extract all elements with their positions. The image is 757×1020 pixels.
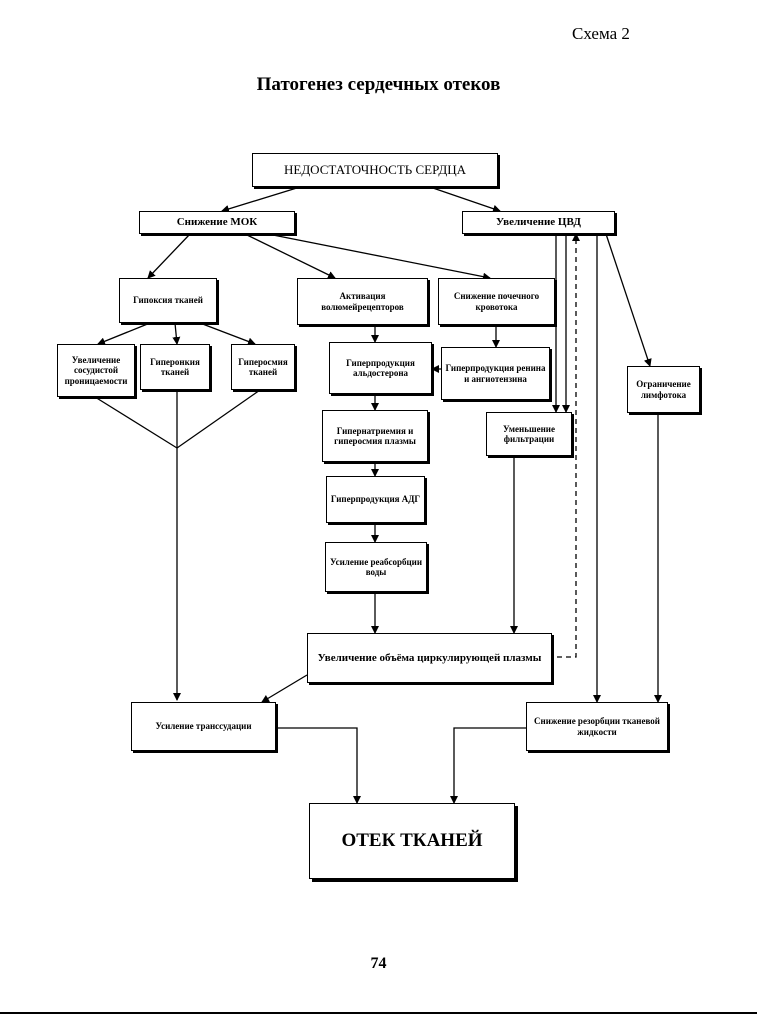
edge-mok-to-volumo [244,233,336,279]
edge-hyperosmia-merge [176,389,261,449]
edge-permeability-merge [94,396,178,449]
node-plasma-hypernatremia: Гипернатриемия и гиперосмия плазмы [322,410,428,462]
scheme-label: Схема 2 [572,24,630,43]
node-filtration-decrease: Уменьшение фильтрации [486,412,572,456]
page-bottom-rule [0,1012,757,1014]
diagram-title: Патогенез сердечных отеков [256,74,501,95]
edge-volume-to-transudation [261,674,308,703]
node-renal-flow-decrease: Снижение почечного кровотока [438,278,555,325]
edge-volume-feedback-dashed [530,233,580,658]
node-tissue-edema: ОТЕК ТКАНЕЙ [309,803,515,879]
node-vascular-permeability: Увеличение сосудистой проницаемости [57,344,135,397]
node-renin-hyperproduction: Гиперпродукция ренина и ангиотензина [441,347,550,400]
node-tissue-hypoxia: Гипоксия тканей [119,278,217,323]
edge-hypoxia-to-hyperosmia [199,322,256,346]
node-volumoreceptor-activation: Активация волюмейрецепторов [297,278,428,325]
node-mok-decrease: Снижение МОК [139,211,295,234]
node-cvp-increase: Увеличение ЦВД [462,211,615,234]
node-plasma-volume-increase: Увеличение объёма циркулирующей плазмы [307,633,552,683]
edge-hypoxia-to-permeability [97,322,151,346]
edge-transudation-to-edema [276,727,361,804]
node-lymph-flow-limit: Ограничение лимфотока [627,366,700,413]
edge-mok-to-hypoxia [147,233,191,279]
node-fluid-resorption-decrease: Снижение резорбции тканевой жидкости [526,702,668,751]
node-tissue-hyperonkia: Гиперонкия тканей [140,344,210,390]
edge-mok-to-renal [267,233,491,281]
node-tissue-hyperosmia: Гиперосмия тканей [231,344,295,390]
edge-resorption-to-edema [450,727,526,804]
node-adh-hyperproduction: Гиперпродукция АДГ [326,476,425,523]
node-water-reabsorption: Усиление реабсорбции воды [325,542,427,592]
node-transudation-increase: Усиление транссудации [131,702,276,751]
edge-hypoxia-to-hyperonkia [172,322,181,345]
page-number: 74 [370,955,387,972]
edge-cvp-to-lymph [605,233,652,367]
node-heart-failure: НЕДОСТАТОЧНОСТЬ СЕРДЦА [252,153,498,187]
edge-heart-to-cvp [429,186,501,213]
edge-heart-to-mok [221,186,301,213]
node-aldosterone-hyperproduction: Гиперпродукция альдостерона [329,342,432,394]
